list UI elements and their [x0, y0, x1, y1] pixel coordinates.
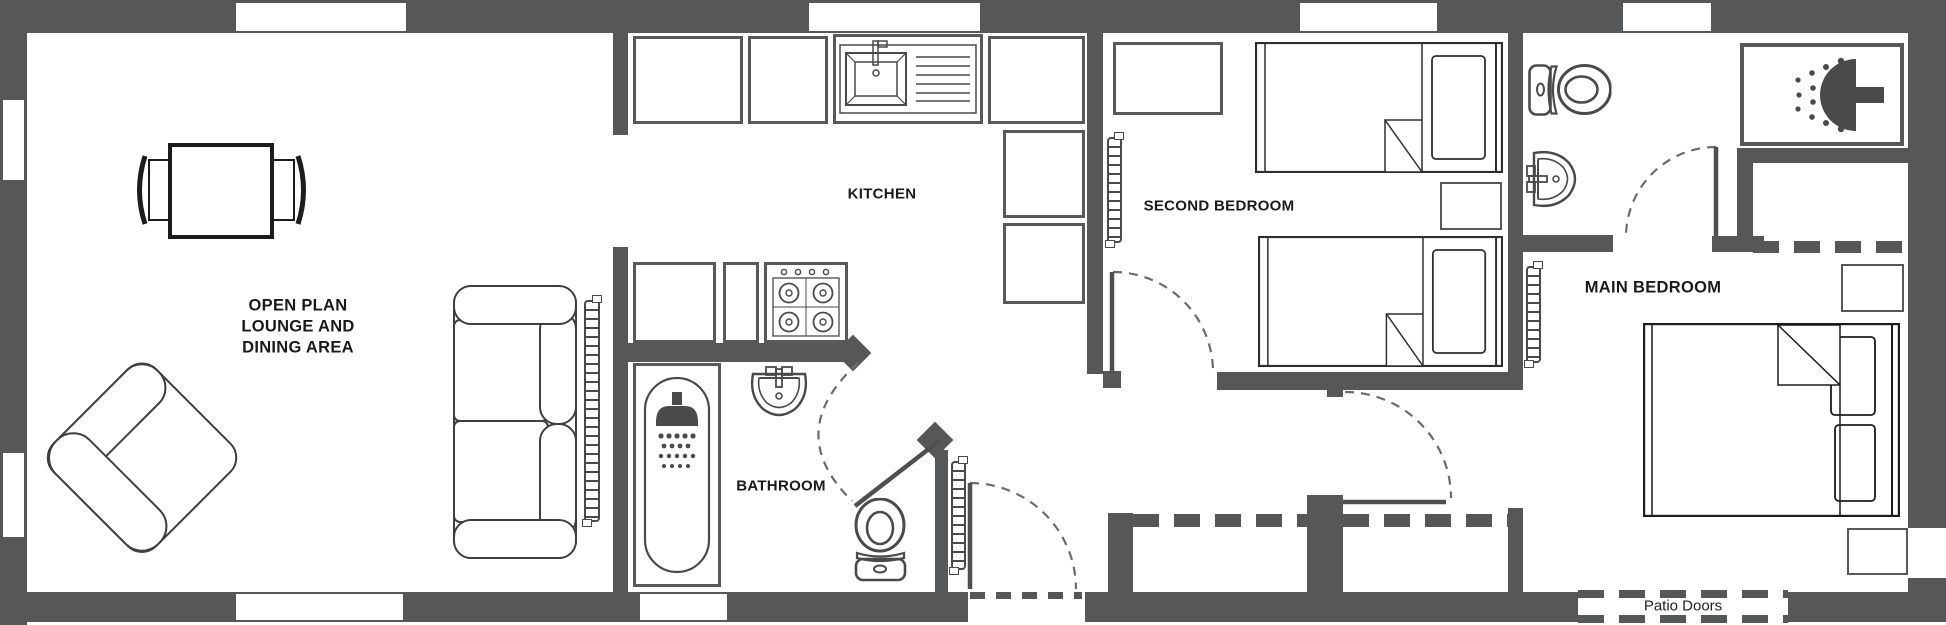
- dining-table-icon: [168, 143, 274, 239]
- lounge-label-line3: DINING AREA: [242, 338, 354, 357]
- second-bedroom-door-arc: [1112, 270, 1215, 373]
- window-top-second-bedroom: [1300, 3, 1437, 31]
- closet-front-top-right: [1753, 241, 1910, 253]
- main-bedroom-bedside-table-top: [1841, 264, 1904, 312]
- wall-right: [1908, 33, 1946, 592]
- window-bottom-lounge: [236, 594, 403, 620]
- wall-lounge-bathroom: [613, 247, 628, 592]
- toilet-icon: [1528, 64, 1612, 116]
- kitchen-counter-unit: [748, 36, 828, 124]
- bathroom-toilet: [853, 498, 908, 582]
- double-bed: [1643, 323, 1900, 517]
- kitchen-sink-unit: [833, 34, 983, 124]
- radiator-main-bedroom: [1524, 261, 1543, 368]
- main-bedroom-label: MAIN BEDROOM: [1584, 278, 1722, 297]
- patio-doors-label: Patio Doors: [1643, 597, 1723, 615]
- wall-hall-closet-pier-center: [1307, 495, 1343, 592]
- basin-icon: [750, 366, 808, 417]
- toilet-icon: [854, 498, 907, 582]
- window-left-upper: [3, 100, 24, 180]
- window-top-lounge: [236, 3, 406, 31]
- hall-closet-front-left: [1133, 514, 1307, 527]
- patio-doors-dash-top: [1578, 590, 1788, 598]
- window-top-ensuite: [1623, 3, 1711, 31]
- main-bedroom-door-arc: [1344, 390, 1453, 499]
- wall-shower-south: [1737, 148, 1913, 163]
- kitchen-counter-unit: [633, 36, 743, 124]
- kitchen-label: KITCHEN: [847, 185, 917, 203]
- wall-second-bedroom-south: [1217, 372, 1523, 390]
- sofa: [452, 284, 578, 560]
- main-bedroom-bedside-table-bottom: [1847, 528, 1908, 575]
- bathroom-label: BATHROOM: [736, 477, 826, 495]
- radiator-hall: [949, 456, 968, 575]
- front-door-threshold: [970, 592, 1082, 599]
- patio-doors-dash-bottom: [1578, 615, 1788, 623]
- single-bed-1: [1255, 42, 1503, 173]
- radiator-second-bedroom: [1105, 132, 1124, 248]
- hall-closet-front-right: [1343, 514, 1508, 527]
- wall-lounge-kitchen-upper: [613, 33, 628, 135]
- wall-closet-tr-west: [1737, 163, 1753, 247]
- lounge-label-line2: LOUNGE AND: [241, 317, 355, 336]
- wall-ensuite-south-left: [1510, 235, 1613, 252]
- window-left-lower: [3, 453, 24, 537]
- wall-main-bedroom-door-nub: [1327, 380, 1343, 397]
- wall-pier-second-bedroom-door: [1103, 371, 1121, 388]
- second-bedroom-bedside-table: [1440, 182, 1502, 230]
- ensuite-door-arc: [1624, 145, 1717, 238]
- wall-kitchen-bathroom: [628, 343, 855, 362]
- wall-hall-closet-pier-west: [1108, 513, 1133, 592]
- wall-kitchen-second-bedroom: [1087, 33, 1103, 374]
- radiator-lounge: [582, 295, 602, 527]
- kitchen-stove-unit: [764, 262, 848, 343]
- kitchen-counter-unit: [1003, 130, 1085, 218]
- dining-set: [133, 142, 310, 240]
- kitchen-counter-unit: [1003, 223, 1085, 304]
- single-bed-icon: [1255, 42, 1503, 173]
- wall-main-bedroom-west-pier: [1508, 508, 1523, 592]
- double-bed-icon: [1643, 323, 1900, 517]
- stove-icon: [772, 268, 840, 337]
- lounge-label: OPEN PLAN LOUNGE AND DINING AREA: [241, 296, 354, 359]
- dining-chair-icon: [271, 155, 306, 225]
- armchair: [30, 345, 255, 570]
- shower-icon: [1795, 57, 1884, 133]
- window-top-kitchen: [809, 3, 980, 31]
- kitchen-counter-unit: [988, 36, 1085, 124]
- wall-bathroom-hall: [935, 450, 948, 592]
- single-bed-icon: [1258, 236, 1503, 367]
- dining-chair-icon: [137, 155, 172, 225]
- basin-icon: [1526, 150, 1577, 208]
- lounge-label-line1: OPEN PLAN: [248, 296, 348, 315]
- sofa-icon: [453, 285, 577, 559]
- front-door-arc: [969, 481, 1078, 590]
- armchair-icon: [46, 362, 238, 553]
- bathroom-basin: [746, 366, 812, 420]
- ensuite-toilet: [1528, 62, 1612, 118]
- single-bed-2: [1258, 236, 1503, 367]
- wall-second-bedroom-east: [1508, 33, 1523, 390]
- shower-enclosure: [1740, 43, 1904, 146]
- bathtub: [633, 363, 721, 587]
- ensuite-basin: [1526, 146, 1580, 212]
- bathtub-icon: [643, 376, 711, 574]
- second-bedroom-desk: [1113, 42, 1223, 115]
- kitchen-counter-unit: [723, 262, 759, 343]
- kitchen-counter-unit: [633, 262, 716, 343]
- window-bottom-bathroom: [640, 594, 727, 620]
- window-right-lower: [1908, 528, 1946, 578]
- kitchen-sink-icon: [839, 40, 977, 114]
- second-bedroom-label: SECOND BEDROOM: [1143, 197, 1295, 215]
